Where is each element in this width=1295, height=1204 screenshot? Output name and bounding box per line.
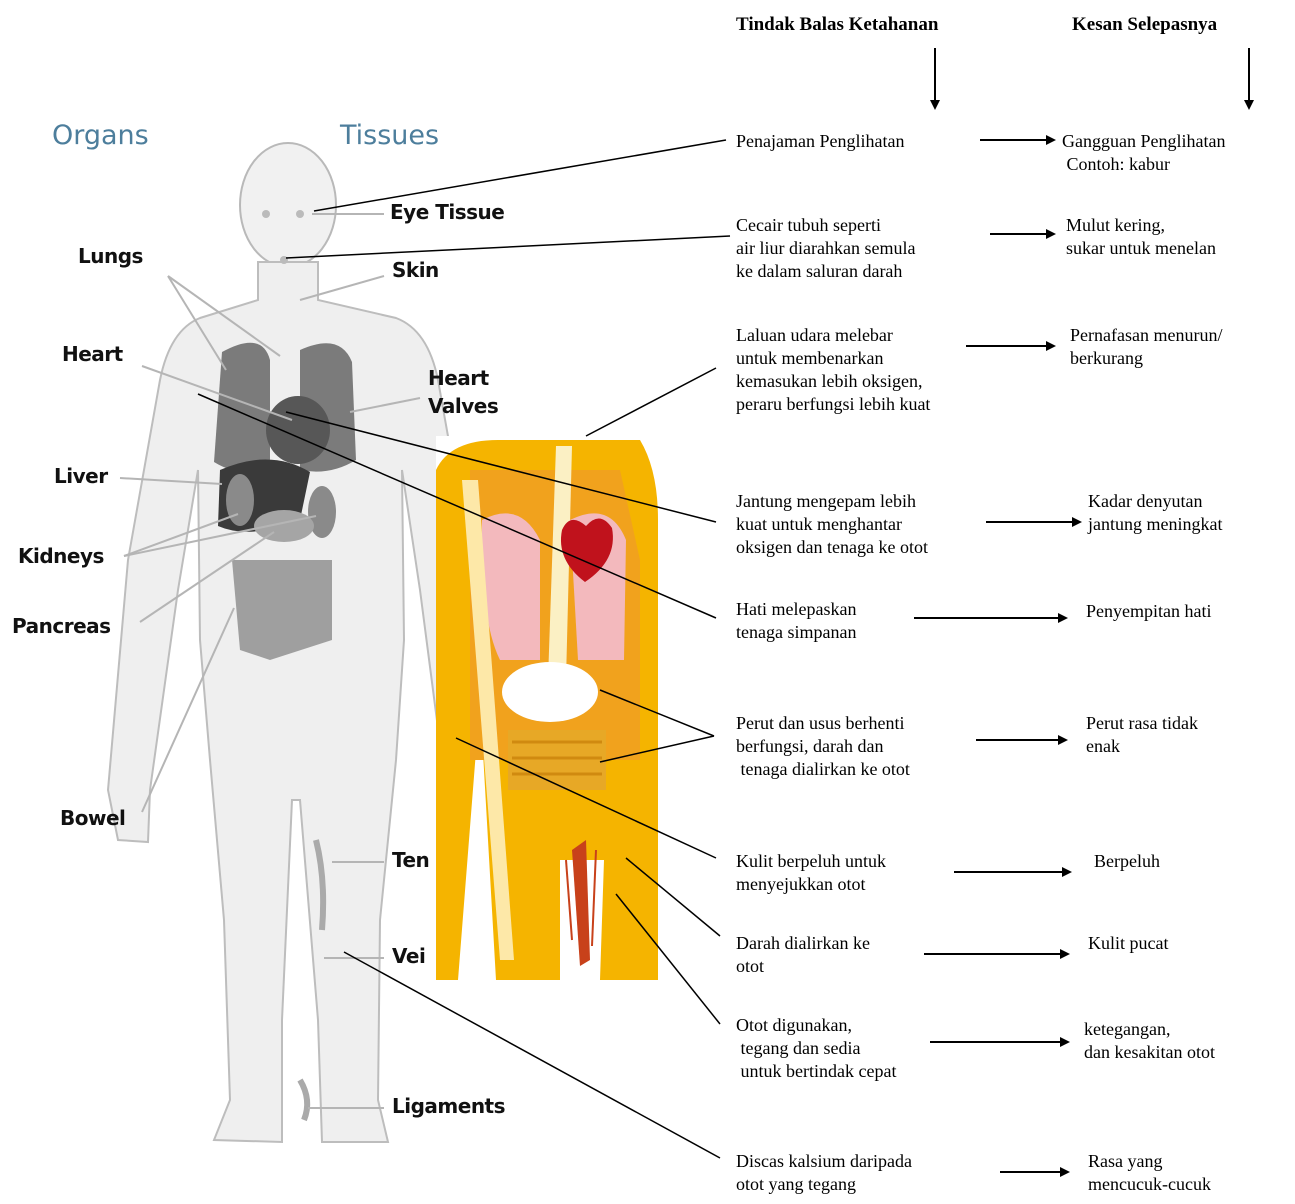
label-bowel: Bowel xyxy=(60,806,125,830)
response-text-4: Jantung mengepam lebih kuat untuk mengha… xyxy=(736,490,928,559)
organs-column-title: Organs xyxy=(52,120,149,151)
response-text-6: Perut dan usus berhenti berfungsi, darah… xyxy=(736,712,910,781)
label-kidneys: Kidneys xyxy=(18,544,104,568)
response-text-9: Otot digunakan, tegang dan sedia untuk b… xyxy=(736,1014,896,1083)
label-pancreas: Pancreas xyxy=(12,614,111,638)
effect-text-7: Berpeluh xyxy=(1094,850,1160,873)
grey-body-figure xyxy=(108,143,492,1142)
effect-text-2: Mulut kering, sukar untuk menelan xyxy=(1066,214,1216,260)
effect-text-3: Pernafasan menurun/ berkurang xyxy=(1070,324,1222,370)
effect-text-10: Rasa yang mencucuk-cucuk xyxy=(1088,1150,1211,1196)
label-lungs: Lungs xyxy=(78,244,143,268)
effect-text-1: Gangguan Penglihatan Contoh: kabur xyxy=(1062,130,1225,176)
header-effect: Kesan Selepasnya xyxy=(1072,14,1217,36)
header-response: Tindak Balas Ketahanan xyxy=(736,14,938,36)
row-arrows xyxy=(914,140,1080,1172)
header-arrows xyxy=(935,48,1249,108)
effect-text-5: Penyempitan hati xyxy=(1086,600,1211,623)
label-ligaments: Ligaments xyxy=(392,1094,505,1118)
label-eye-tissue: Eye Tissue xyxy=(390,200,504,224)
tissues-column-title: Tissues xyxy=(340,120,439,151)
response-text-2: Cecair tubuh seperti air liur diarahkan … xyxy=(736,214,915,283)
effect-text-4: Kadar denyutan jantung meningkat xyxy=(1088,490,1222,536)
response-text-1: Penajaman Penglihatan xyxy=(736,130,904,153)
yellow-body-figure xyxy=(436,436,658,980)
label-liver: Liver xyxy=(54,464,108,488)
response-text-5: Hati melepaskan tenaga simpanan xyxy=(736,598,856,644)
label-heart-valves: Heart Valves xyxy=(428,364,498,420)
effect-text-6: Perut rasa tidak enak xyxy=(1086,712,1198,758)
label-veins: Vei xyxy=(392,944,425,968)
response-text-7: Kulit berpeluh untuk menyejukkan otot xyxy=(736,850,886,896)
response-text-10: Discas kalsium daripada otot yang tegang xyxy=(736,1150,912,1196)
effect-text-9: ketegangan, dan kesakitan otot xyxy=(1084,1018,1215,1064)
label-skin: Skin xyxy=(392,258,439,282)
effect-text-8: Kulit pucat xyxy=(1088,932,1168,955)
label-tendons: Ten xyxy=(392,848,429,872)
response-text-8: Darah dialirkan ke otot xyxy=(736,932,870,978)
label-heart: Heart xyxy=(62,342,123,366)
response-text-3: Laluan udara melebar untuk membenarkan k… xyxy=(736,324,930,416)
